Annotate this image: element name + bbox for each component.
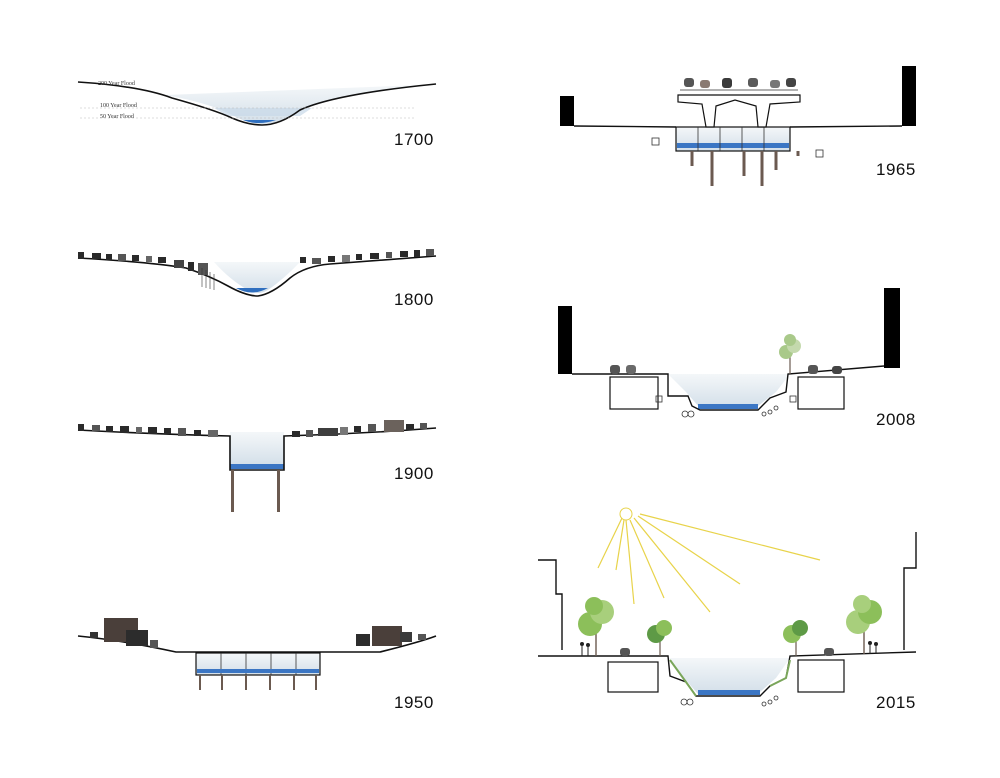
channel-fill-1900 [230,432,284,466]
channel-fill-2015 [668,658,790,694]
section-2015 [538,507,917,707]
pier-right-1900 [277,470,280,512]
utility-pipes-2015 [680,695,779,707]
year-label-1700: 1700 [394,130,434,149]
sun-2015 [597,507,821,613]
section-1900 [77,420,437,512]
highway-deck-1965 [677,94,801,128]
section-1700: 200 Year Flood 100 Year Flood 50 Year Fl… [77,81,437,126]
building-left-2015 [538,559,563,650]
year-label-1900: 1900 [394,464,434,483]
cars-2015 [620,648,834,656]
trees-2015 [578,595,882,656]
culvert-piers-1950 [199,675,317,690]
flood-label-50: 50 Year Flood [100,114,134,120]
cars-2008 [610,365,842,374]
tower-right-2008 [884,288,900,368]
wharf-piles-1800 [201,268,215,290]
structure-right-2015 [797,659,845,693]
structure-left-2008 [609,376,659,410]
year-label-2008: 2008 [876,410,916,429]
sun-rays-2015 [597,513,821,613]
buildings-1800 [78,249,434,275]
building-right-2015 [903,532,917,650]
water-2008 [698,404,758,409]
ground-line-1700 [77,81,437,126]
cars-1965 [684,78,796,88]
utility-box-left-1965 [651,137,660,146]
tower-left-2008 [558,306,572,374]
water-1900 [230,464,284,469]
planted-bank-right-2015 [769,659,791,687]
year-label-1965: 1965 [876,160,916,179]
buildings-1900 [78,420,427,437]
buildings-1950 [90,618,426,648]
year-label-1800: 1800 [394,290,434,309]
year-label-1950: 1950 [394,693,434,712]
piles-1965 [690,151,800,186]
flood-label-200: 200 Year Flood [98,81,135,87]
ground-line-1950 [77,635,437,653]
channel-fill-1800 [214,262,300,293]
culvert-dividers-1965 [697,127,765,151]
tree-2008 [779,334,801,374]
water-1800 [236,288,268,293]
channel-fill-2008 [668,374,790,408]
people-2015 [580,641,878,656]
section-2008 [558,288,900,418]
flood-label-100: 100 Year Flood [100,103,137,109]
section-1800 [77,249,437,297]
flood-band-1700 [214,108,312,116]
ground-line-2008 [572,365,885,411]
ground-line-1965 [573,125,903,128]
pier-left-1900 [231,470,234,512]
utility-pipes-2008 [655,395,797,418]
water-1965 [677,143,789,148]
year-label-2015: 2015 [876,693,916,712]
tower-right-1965 [902,66,916,126]
water-1700 [243,120,276,123]
section-1950 [77,618,437,690]
channel-fill-1700 [165,85,420,124]
utility-box-right-1965 [815,149,824,158]
planted-bank-left-2015 [669,659,697,697]
section-1965 [560,66,916,186]
structure-right-2008 [797,376,845,410]
water-2015 [698,690,760,695]
tower-left-1965 [560,96,574,126]
water-1950 [197,669,319,673]
structure-left-2015 [607,661,659,693]
